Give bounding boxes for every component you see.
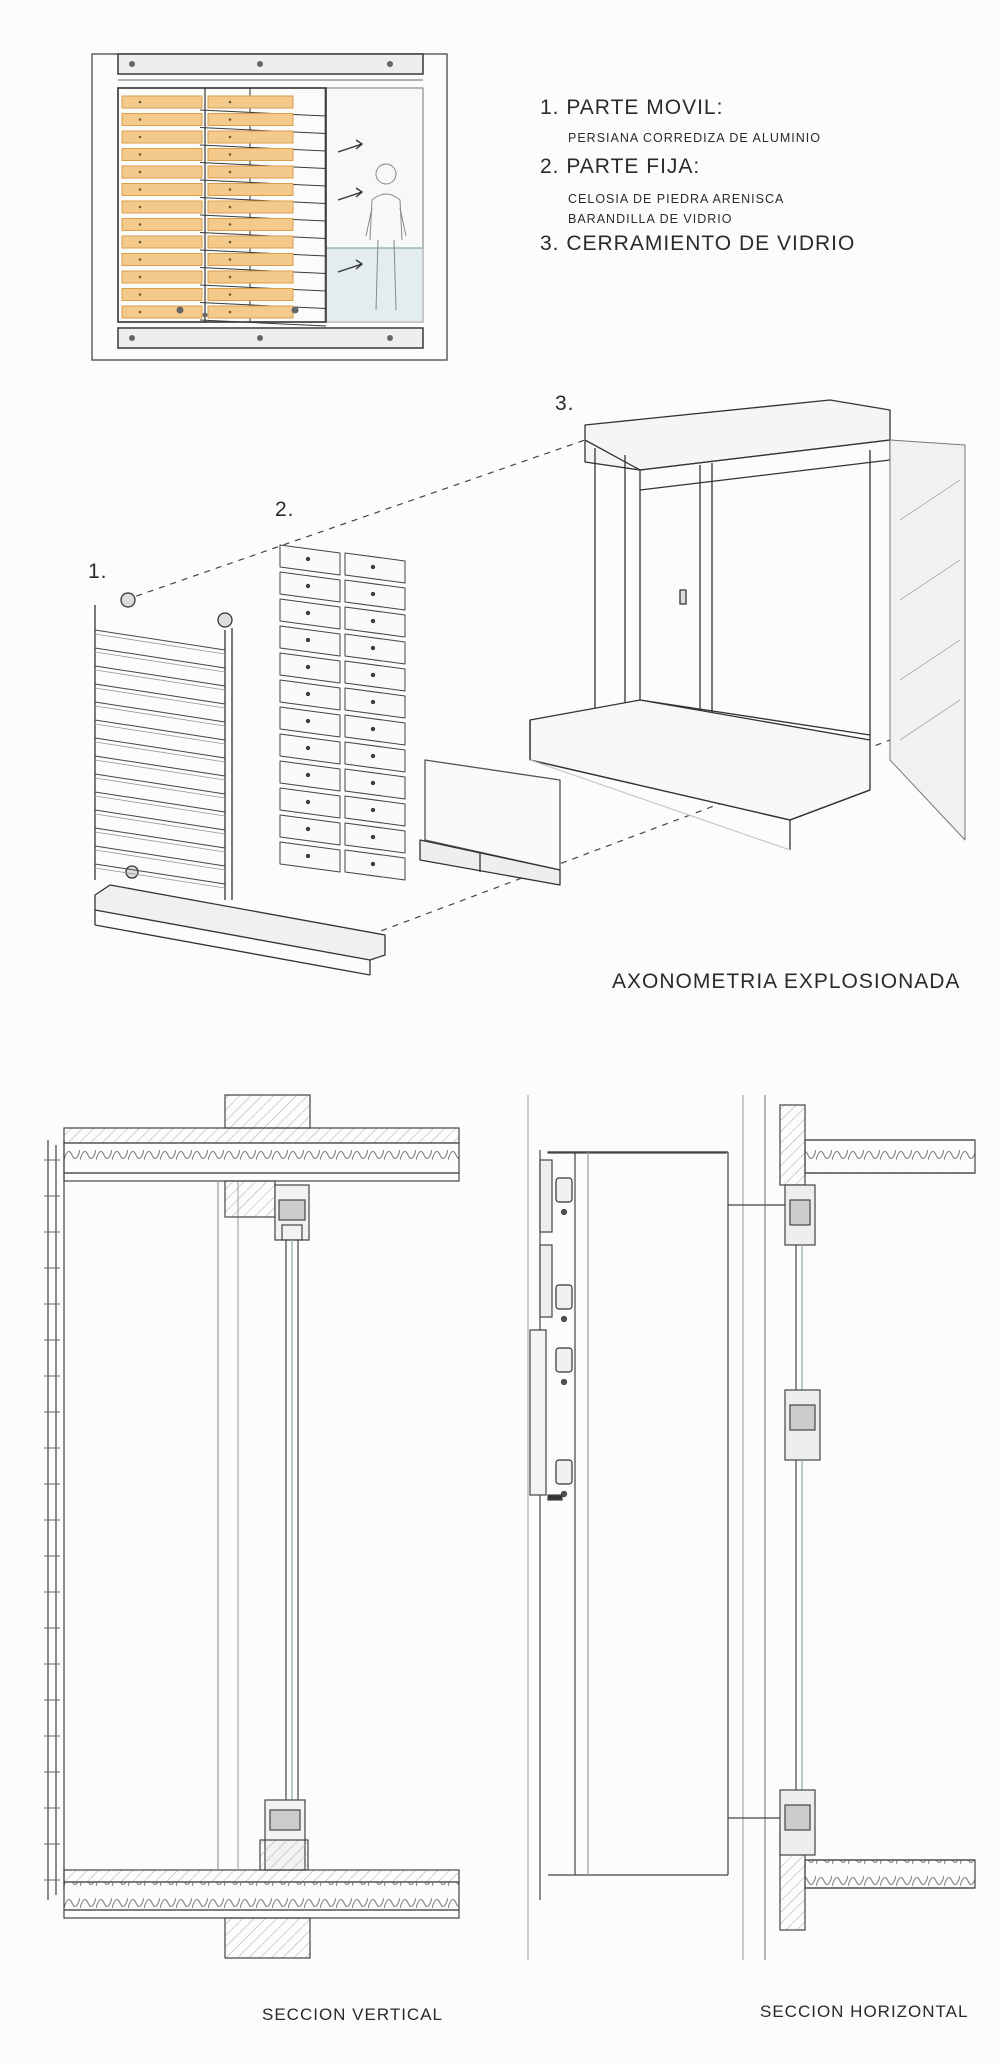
base-rail xyxy=(94,884,386,976)
legend-item-1-detail: PERSIANA CORREDIZA DE ALUMINIO xyxy=(568,131,821,145)
vertical-section xyxy=(44,1094,460,1959)
slide-arrows xyxy=(337,139,364,273)
projection-lines xyxy=(124,439,891,936)
elevation-sketch xyxy=(80,40,460,370)
legend-item-1-title: 1. PARTE MOVIL: xyxy=(540,96,724,119)
stone-lattice-slats xyxy=(121,95,327,327)
axonometry-label-2: 2. xyxy=(275,498,295,521)
stone-lattice-panels xyxy=(279,544,406,881)
legend-item-3-title: 3. CERRAMIENTO DE VIDRIO xyxy=(540,232,856,255)
legend-item-2-detail-a: CELOSIA DE PIEDRA ARENISCA xyxy=(568,192,785,206)
sliding-shutter xyxy=(94,592,233,900)
horizontal-section xyxy=(527,1095,976,1960)
vertical-section-caption: SECCION VERTICAL xyxy=(262,2005,444,2024)
elevation-drawing xyxy=(80,40,460,370)
axonometry-label-1: 1. xyxy=(88,560,108,583)
axonometry-label-3: 3. xyxy=(555,392,575,415)
glass-enclosure xyxy=(529,399,966,851)
horizontal-section-caption: SECCION HORIZONTAL xyxy=(760,2002,969,2021)
legend-item-2-detail-b: BARANDILLA DE VIDRIO xyxy=(568,212,733,226)
legend-item-2-title: 2. PARTE FIJA: xyxy=(540,155,701,178)
glass-balustrade xyxy=(419,759,561,886)
person-figure xyxy=(365,163,407,311)
axonometry-caption: AXONOMETRIA EXPLOSIONADA xyxy=(612,970,961,993)
